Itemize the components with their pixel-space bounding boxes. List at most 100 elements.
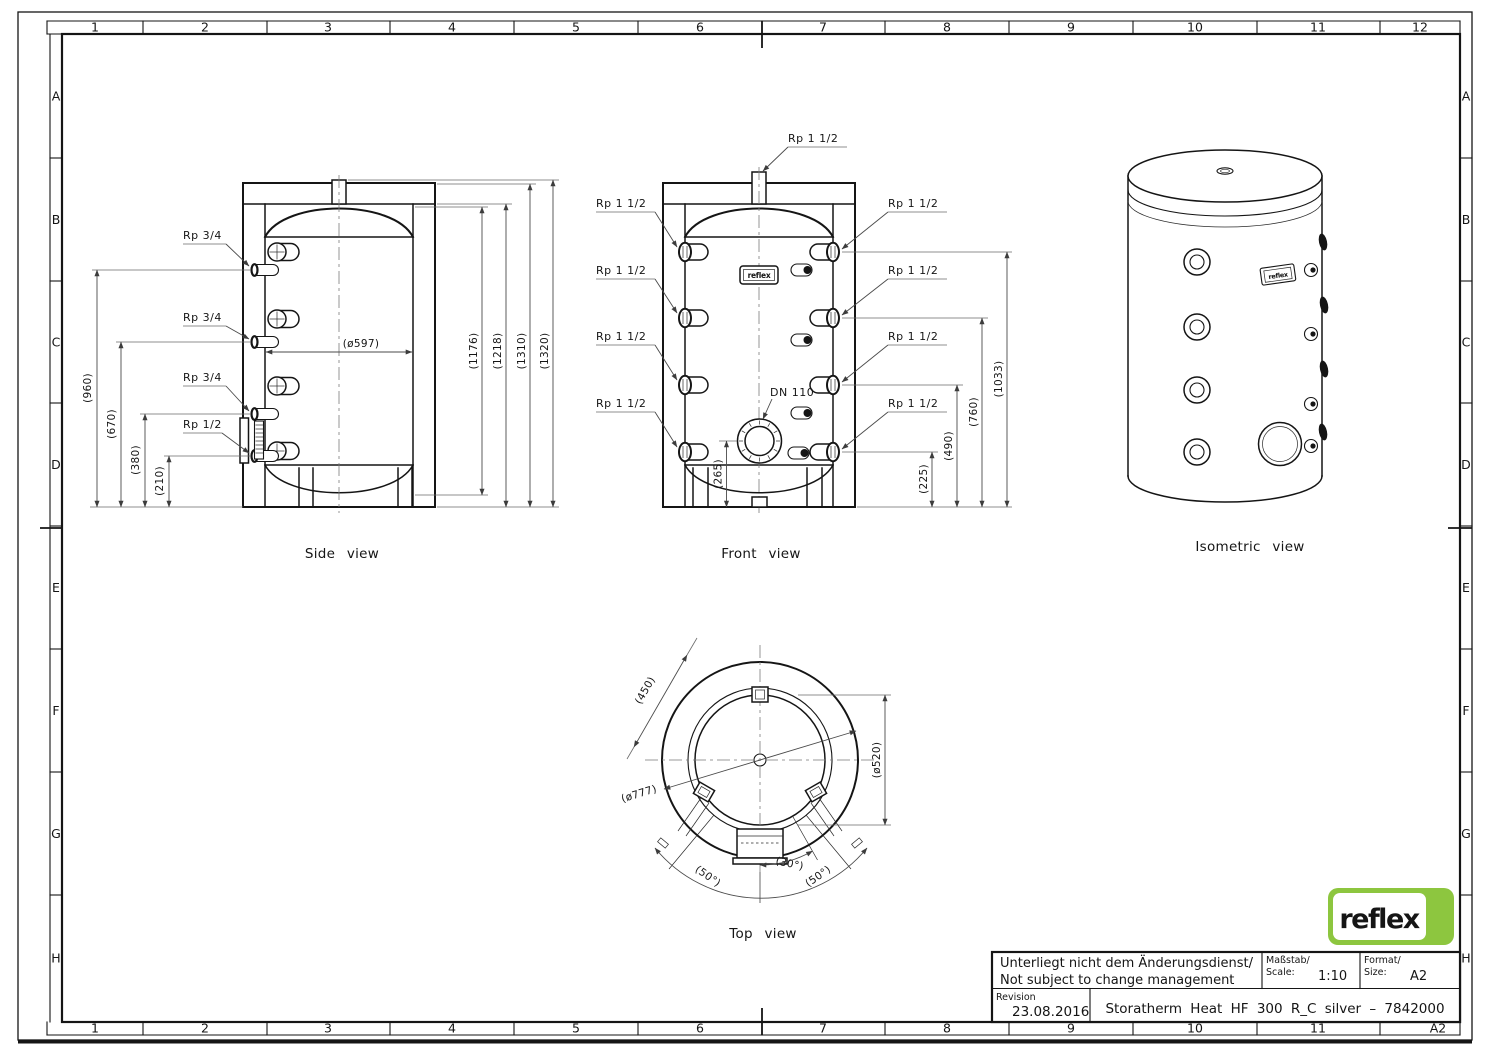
grid-row-label: G: [51, 826, 61, 841]
grid-col-label: 5: [572, 20, 580, 35]
grid-row-label: F: [1462, 703, 1469, 718]
side-dim-1218: (1218): [492, 333, 504, 370]
side-internal-ports: [267, 242, 300, 461]
front-dim-490: (490): [943, 431, 955, 461]
grid-col-label: 1: [91, 1021, 99, 1036]
grid-row-label: A: [52, 89, 61, 104]
isometric-view-caption: Isometric view: [1195, 539, 1304, 555]
front-right-dimensions: (1033) (760) (490) (225): [842, 251, 1012, 508]
iso-lid-seam-1: [1127, 189, 1323, 217]
center-marks: [40, 21, 1472, 1035]
iso-flange: [1257, 421, 1303, 467]
side-port-label-4: Rp 1/2: [183, 418, 222, 431]
logo-wordmark: reflex: [1339, 904, 1419, 935]
front-feet: [692, 467, 823, 508]
grid-col-label: 6: [696, 1021, 704, 1036]
grid-row-label: F: [52, 703, 59, 718]
side-diameter-dimension: (ø597): [265, 338, 413, 355]
reflex-logo: reflex: [1328, 888, 1454, 945]
grid-col-label: 10: [1187, 20, 1203, 35]
grid-col-label: 11: [1310, 1021, 1326, 1036]
grid-col-label: 4: [448, 20, 456, 35]
sheet-frame: 1 2 3 4 5 6 7 8 9 10 11 12 1 2 3 4 5 6 7…: [17, 11, 1473, 1044]
grid-row-label: B: [52, 212, 61, 227]
front-left-port-label-1: Rp 1 1/2: [596, 197, 646, 210]
side-left-dimensions: (960) (670) (380) (210): [82, 269, 250, 508]
side-port-label-1: Rp 3/4: [183, 229, 222, 242]
side-port-label-3: Rp 3/4: [183, 371, 222, 384]
grid-col-label: 12: [1412, 20, 1428, 35]
side-dim-diameter: (ø597): [343, 338, 379, 350]
grid-col-label: 1: [91, 20, 99, 35]
grid-row-label: H: [1461, 951, 1470, 966]
grid-col-label: 8: [943, 20, 951, 35]
grid-col-label: 10: [1187, 1021, 1203, 1036]
side-dim-1320: (1320): [539, 333, 551, 370]
front-height-dimension: (265): [713, 440, 737, 508]
front-left-port-label-2: Rp 1 1/2: [596, 264, 646, 277]
iso-lid-seam-2: [1127, 200, 1323, 228]
grid-col-label: 2: [201, 1021, 209, 1036]
front-right-port-label-2: Rp 1 1/2: [888, 264, 938, 277]
logo-white-panel: [1333, 893, 1426, 940]
top-angle-construction: [654, 814, 868, 899]
grid-row-label: E: [52, 580, 60, 595]
iso-side-ports-dark: [1318, 233, 1329, 441]
side-port-labels: Rp 3/4 Rp 3/4 Rp 3/4 Rp 1/2: [183, 229, 250, 454]
grid-col-label: 5: [572, 1021, 580, 1036]
top-port-north: [751, 686, 769, 703]
format-label-en: Size:: [1364, 967, 1387, 978]
front-dim-265: (265): [713, 459, 725, 489]
side-dim-380: (380): [130, 445, 142, 475]
front-sensor-ports: [787, 263, 813, 460]
side-view-caption: Side view: [305, 546, 379, 562]
side-dim-210: (210): [154, 466, 166, 496]
front-badge-label: reflex: [748, 271, 771, 280]
side-port-label-2: Rp 3/4: [183, 311, 222, 324]
front-right-port-label-4: Rp 1 1/2: [888, 397, 938, 410]
side-dim-960: (960): [82, 373, 94, 403]
side-right-dimensions: (1176) (1218) (1310) (1320): [348, 179, 559, 508]
isometric-view: reflex Isometric view: [1127, 149, 1329, 555]
grid-row-label: G: [1461, 826, 1471, 841]
grid-col-label: 7: [819, 20, 827, 35]
top-view: (450) (ø777) (ø520) (50°) (30°) (50°) To…: [620, 637, 891, 942]
side-heating-element: [239, 417, 265, 464]
title-note-line-2: Not subject to change management: [1000, 973, 1234, 988]
grid-row-label: C: [52, 335, 61, 350]
iso-top-port: [1216, 167, 1234, 175]
front-view-caption: Front view: [721, 546, 801, 562]
grid-strip-right: A B C D E F G H: [1459, 89, 1473, 966]
iso-reflex-badge: reflex: [1259, 263, 1297, 286]
format-label-de: Format/: [1364, 955, 1401, 966]
front-left-ports: [678, 241, 709, 463]
front-dim-1033: (1033): [993, 361, 1005, 398]
front-view: reflex DN 110 Rp 1 1/2 Rp 1 1/2 Rp 1 1/2…: [596, 132, 1012, 562]
grid-row-label: B: [1462, 212, 1471, 227]
grid-row-label: D: [51, 457, 61, 472]
grid-col-label: 9: [1067, 20, 1075, 35]
sheet-format-corner-label: A2: [1430, 1021, 1447, 1036]
drawing-title: Storatherm Heat HF 300 R_C silver – 7842…: [1105, 1001, 1444, 1017]
grid-col-label: 6: [696, 20, 704, 35]
revision-value: 23.08.2016: [1012, 1004, 1089, 1020]
grid-strip-top: 1 2 3 4 5 6 7 8 9 10 11 12: [46, 20, 1461, 35]
grid-row-label: H: [51, 951, 60, 966]
top-angle-30: (30°): [775, 855, 805, 873]
scale-value: 1:10: [1318, 969, 1347, 984]
grid-row-label: E: [1462, 580, 1470, 595]
grid-col-label: 9: [1067, 1021, 1075, 1036]
iso-badge-label: reflex: [1268, 270, 1289, 281]
iso-sensor-ports: [1303, 262, 1319, 454]
grid-strip-bottom: 1 2 3 4 5 6 7 8 9 10 11 A2: [46, 1021, 1461, 1036]
top-dim-520: (ø520): [871, 742, 883, 778]
title-note-line-1: Unterliegt nicht dem Änderungsdienst/: [1000, 955, 1254, 971]
front-dn110-flange: DN 110: [736, 386, 814, 464]
top-view-caption: Top view: [728, 926, 797, 942]
side-feet: [298, 467, 413, 508]
grid-col-label: 2: [201, 20, 209, 35]
grid-col-label: 7: [819, 1021, 827, 1036]
front-flange-label: DN 110: [770, 386, 814, 399]
